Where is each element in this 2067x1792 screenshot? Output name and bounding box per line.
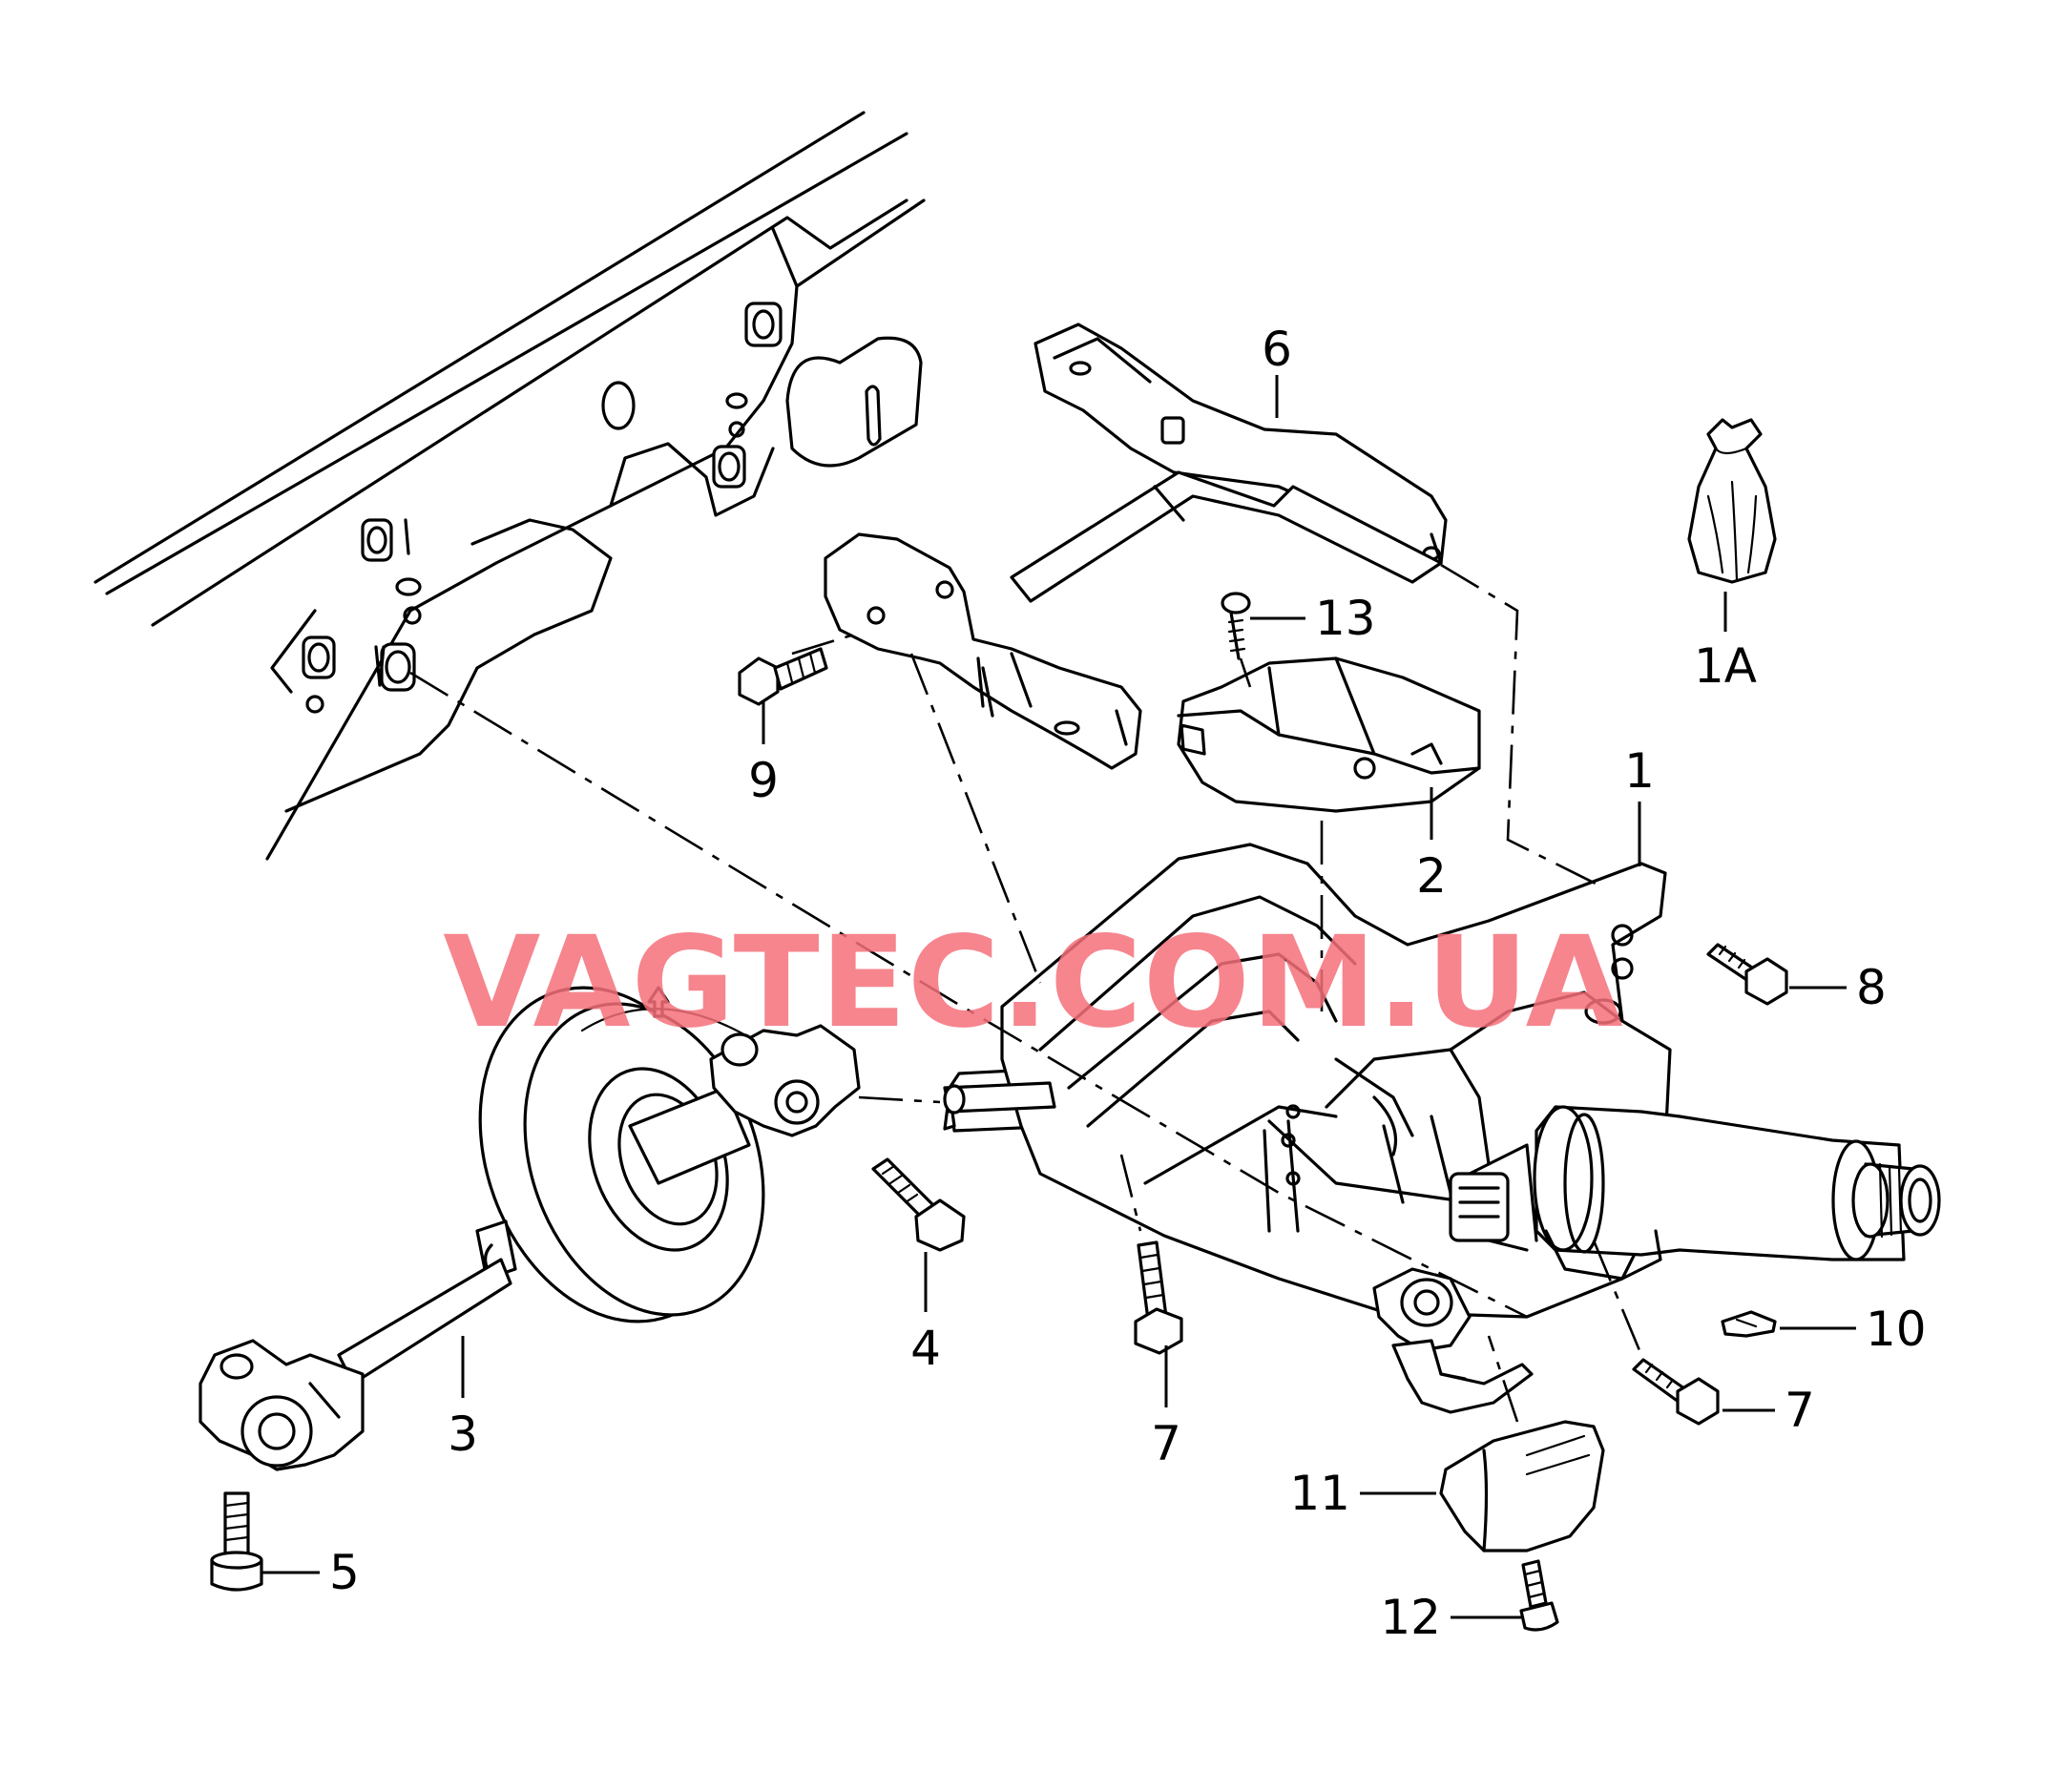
callout-10: 10 <box>1866 1302 1927 1357</box>
callout-13: 13 <box>1315 591 1376 646</box>
steering-column <box>943 843 1941 1414</box>
screw-13 <box>1221 592 1251 660</box>
callout-1a: 1A <box>1694 638 1757 694</box>
bolt-7-center <box>1134 1240 1183 1355</box>
callout-leaders <box>262 375 1856 1619</box>
callout-12: 12 <box>1380 1590 1441 1645</box>
callout-11: 11 <box>1289 1466 1350 1521</box>
callout-1: 1 <box>1624 743 1655 799</box>
callout-8: 8 <box>1856 960 1887 1015</box>
screw-9 <box>738 647 828 706</box>
callout-3: 3 <box>448 1407 478 1462</box>
callout-labels: 6 13 1A 9 1 2 8 4 3 7 10 11 5 12 7 <box>329 322 1927 1645</box>
callout-9: 9 <box>748 753 779 808</box>
bolt-5 <box>210 1491 263 1592</box>
assembly-lines <box>409 563 1643 1423</box>
callout-2: 2 <box>1416 848 1447 904</box>
steering-shaft <box>198 986 861 1471</box>
screw-12 <box>1519 1559 1559 1632</box>
watermark: VAGTEC.COM.UA <box>443 909 1623 1056</box>
bolt-4 <box>871 1157 966 1252</box>
rubber-boot <box>1687 418 1777 584</box>
adjustment-lever <box>1439 1420 1605 1552</box>
callout-4: 4 <box>910 1321 941 1376</box>
control-unit <box>1177 656 1481 813</box>
clip-10 <box>1721 1310 1777 1338</box>
callout-6: 6 <box>1262 322 1292 377</box>
callout-5: 5 <box>329 1545 360 1600</box>
mounting-bracket <box>824 323 1448 770</box>
callout-7-right: 7 <box>1785 1383 1815 1438</box>
body-crossmember <box>94 111 926 861</box>
bolt-7-right <box>1632 1358 1720 1426</box>
bolt-8 <box>1706 943 1788 1006</box>
callout-7-center: 7 <box>1151 1416 1181 1471</box>
shaft-pin <box>943 1081 1056 1115</box>
